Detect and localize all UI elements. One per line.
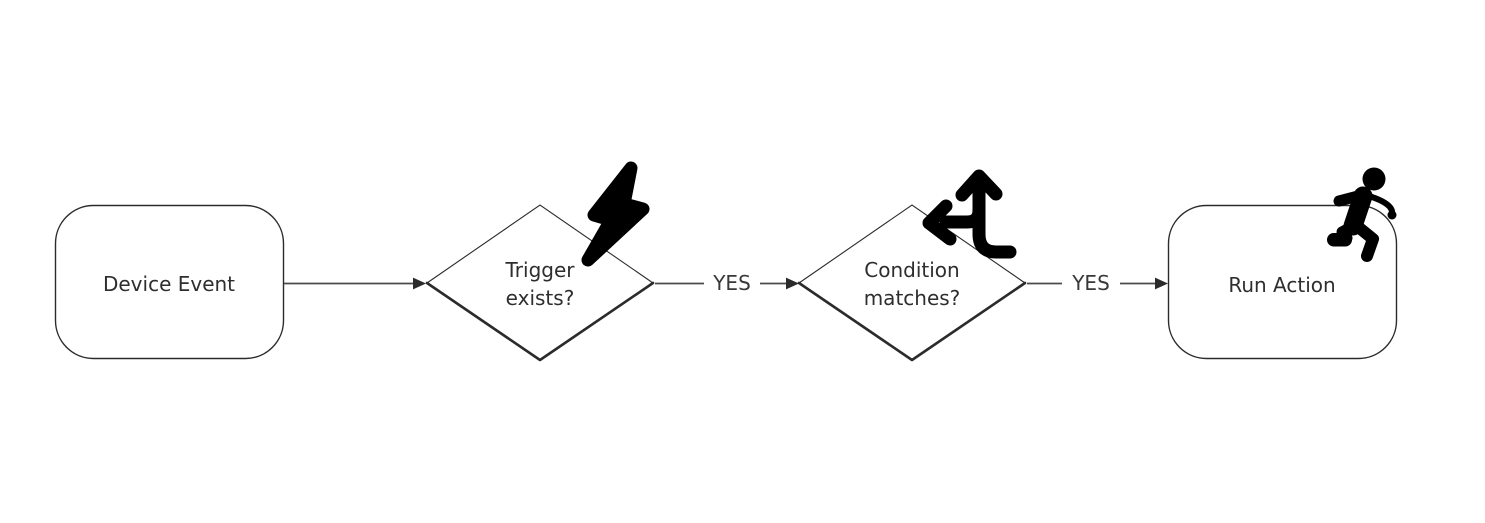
decision-condition-matches-bottom-edges: [797, 281, 1027, 362]
arrowhead-icon: [786, 277, 799, 290]
node-label-line: Run Action: [1228, 273, 1336, 297]
node-device-event-shape: [54, 204, 285, 360]
decision-trigger-exists-bottom-edges: [425, 281, 655, 362]
decision-trigger-exists-top-edges: [426, 204, 654, 284]
edge-label-yes-1: YES: [713, 271, 751, 295]
node-label-device-event: Device Event: [103, 270, 235, 298]
arrowhead-icon: [1155, 277, 1168, 290]
node-label-line: exists?: [505, 286, 575, 310]
split-arrows-icon: [922, 169, 1017, 259]
node-label-line: Condition: [864, 258, 960, 282]
node-label-line: Trigger: [505, 258, 575, 282]
node-label-run-action: Run Action: [1228, 271, 1335, 299]
person-running-icon: [1327, 167, 1397, 262]
edge-label-yes-2: YES: [1072, 271, 1110, 295]
node-label-trigger-exists: Trigger exists?: [506, 256, 575, 312]
arrowhead-icon: [413, 277, 426, 290]
node-label-line: matches?: [863, 286, 961, 310]
node-label-line: Device Event: [102, 272, 236, 296]
lightning-bolt-icon: [581, 161, 650, 267]
node-label-condition-matches: Condition matches?: [864, 256, 961, 312]
